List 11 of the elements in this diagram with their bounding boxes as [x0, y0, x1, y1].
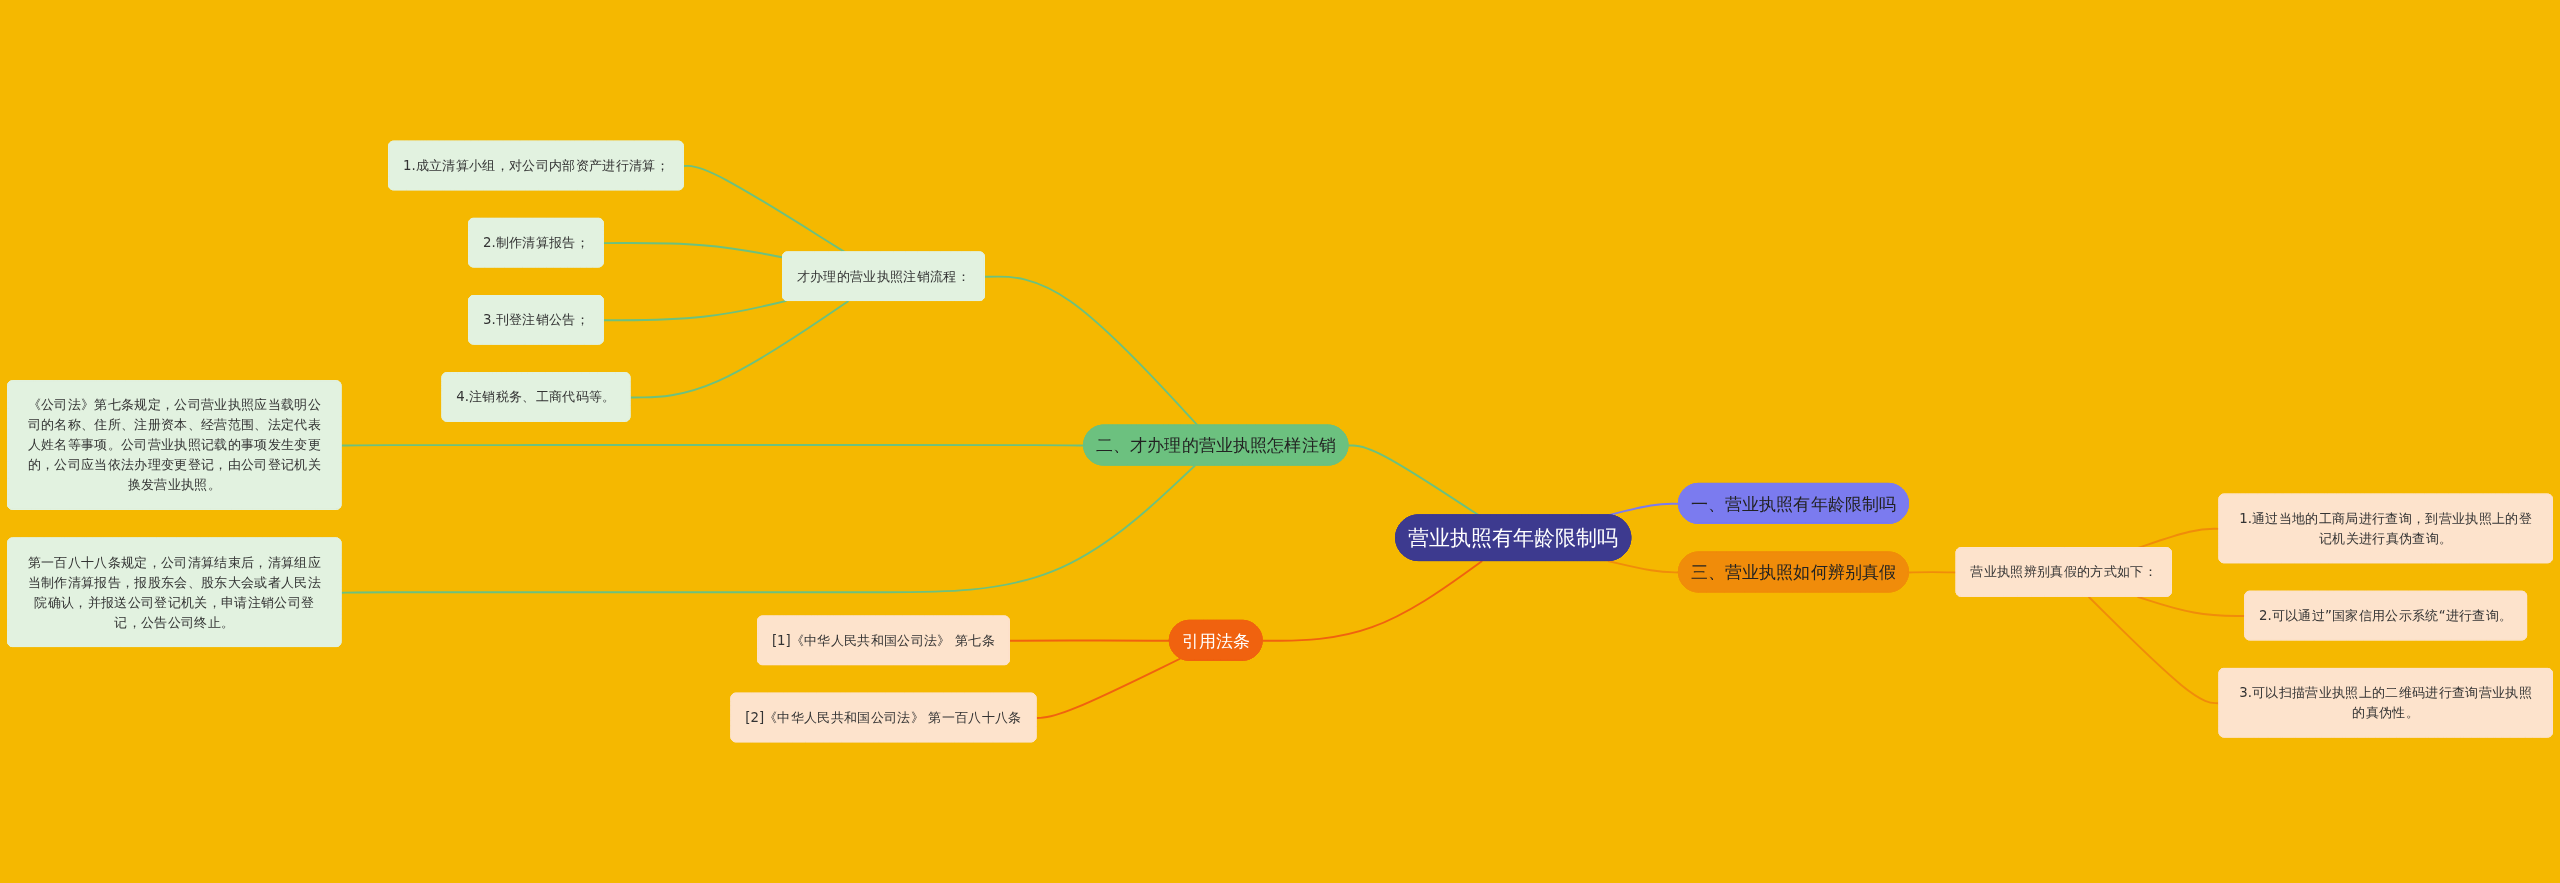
connector — [1008, 639, 1171, 642]
connector — [1908, 571, 1958, 574]
connector — [1035, 657, 1182, 719]
connector — [340, 444, 1086, 447]
connector — [1261, 560, 1484, 642]
connector — [602, 299, 788, 322]
connector — [629, 300, 850, 399]
connector — [1607, 560, 1680, 574]
connector — [602, 242, 784, 259]
connector — [340, 464, 1197, 594]
connector — [983, 275, 1199, 427]
